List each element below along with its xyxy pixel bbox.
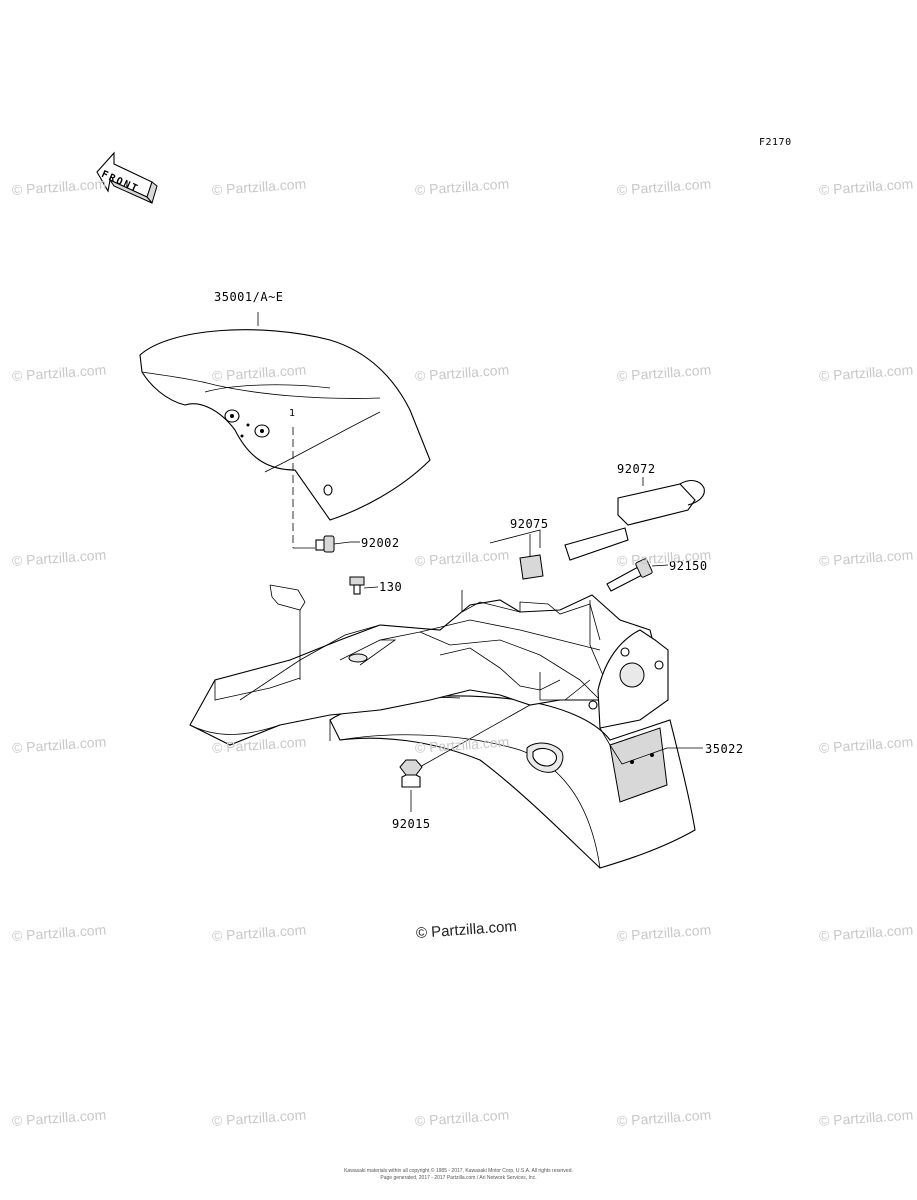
front-fender: [139, 312, 431, 521]
part-label-92150: 92150: [669, 559, 708, 573]
part-label-92072: 92072: [617, 462, 656, 476]
strap-92072: [564, 477, 705, 561]
bolt-92002: [315, 535, 351, 553]
front-arrow-icon: [96, 151, 158, 205]
part-label-130: 130: [379, 580, 403, 594]
part-label-35022: 35022: [705, 742, 744, 756]
figure-code: F2170: [759, 137, 792, 148]
part-label-35001: 35001/A~E: [214, 290, 284, 304]
bolt-92150: [606, 558, 669, 592]
nut-92015: [399, 704, 531, 812]
copyright-line-1: Kawasaki materials within all copyright …: [344, 1168, 573, 1174]
clip-130: [349, 576, 379, 595]
copyright-line-2: Page generated, 2017 - 2017 Partzilla.co…: [380, 1175, 537, 1181]
rear-fender: [329, 695, 696, 869]
inner-fender-frame: [189, 584, 669, 746]
part-label-92075: 92075: [510, 517, 549, 531]
part-qty-label: 1: [289, 408, 296, 419]
part-label-92015: 92015: [392, 817, 431, 831]
part-label-92002: 92002: [361, 536, 400, 550]
pad-92075: [489, 529, 544, 580]
